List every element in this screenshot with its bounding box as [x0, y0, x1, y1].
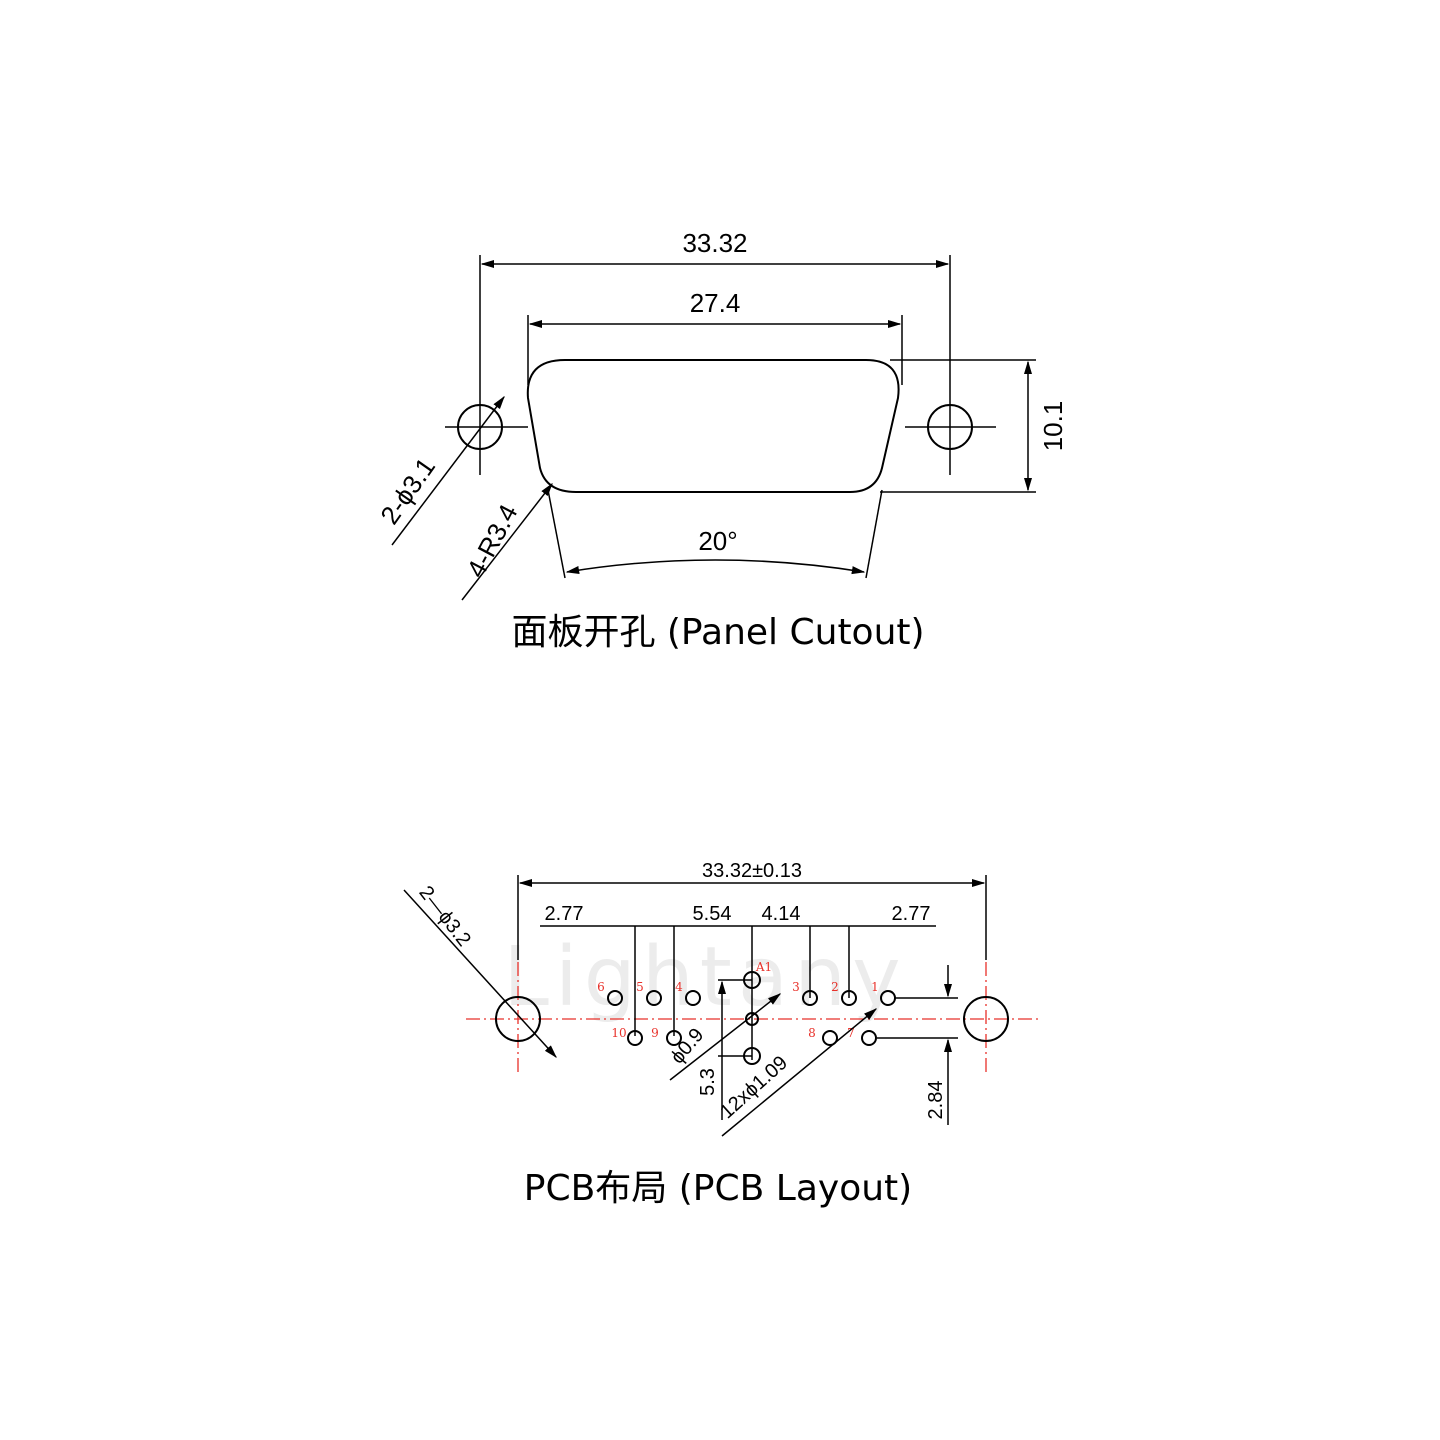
- pin-label-1: 1: [871, 980, 879, 994]
- panel-right-mount-hole: [905, 380, 996, 475]
- pin-label-9: 9: [651, 1026, 659, 1040]
- pcb-right-mount-hole: [963, 996, 1009, 1042]
- dim-pcb-pitches: 2.77 5.54 4.14 2.77: [540, 903, 936, 1060]
- dim-pitch-mid-left-label: 5.54: [693, 903, 732, 925]
- dim-pcb-mount-hole-diameter-label: 2—ϕ3.2: [414, 882, 475, 951]
- pcb-layout-caption: PCB布局 (PCB Layout): [524, 1168, 912, 1209]
- dim-pcb-overall-width: 33.32±0.13: [517, 860, 987, 960]
- dim-side-angle: 20°: [547, 489, 883, 579]
- pin-8: [822, 1030, 838, 1046]
- panel-cutout-caption: 面板开孔 (Panel Cutout): [511, 612, 924, 653]
- dim-pitch-mid-right-label: 4.14: [762, 903, 801, 925]
- dim-cutout-width: 27.4: [527, 288, 903, 385]
- pin-label-2: 2: [831, 980, 839, 994]
- dim-pitch-right-label: 2.77: [892, 903, 931, 925]
- dsub-cutout-outline: [526, 359, 900, 493]
- panel-left-mount-hole: [445, 380, 528, 475]
- watermark: Lightany: [503, 930, 906, 1025]
- pin-label-6: 6: [597, 980, 605, 994]
- pin-label-4: 4: [675, 980, 683, 994]
- pin-9: [666, 1030, 682, 1046]
- dim-pcb-overall-width-label: 33.32±0.13: [702, 860, 802, 882]
- pin-6: [607, 990, 623, 1006]
- dim-row-spacing: 2.84: [877, 965, 958, 1125]
- pin-label-3: 3: [792, 980, 800, 994]
- dim-mount-hole-diameter-label: 2-ϕ3.1: [374, 452, 441, 530]
- pcb-layout-view: Lightany 33.32±0.13 2.77 5.54 4.14 2.77: [403, 860, 1038, 1209]
- dim-corner-radius: 4-R3.4: [460, 482, 553, 601]
- dim-coax-distance: 5.3: [697, 979, 752, 1120]
- pin-2: [841, 990, 857, 1006]
- panel-cutout-view: 33.32 27.4 10.1 2-ϕ3.1 4-R3.4: [374, 228, 1068, 653]
- dim-cutout-width-label: 27.4: [690, 288, 741, 318]
- pin-3: [802, 990, 818, 1006]
- dim-cutout-height-label: 10.1: [1038, 401, 1068, 452]
- pin-7: [861, 1030, 877, 1046]
- pin-label-8: 8: [808, 1026, 816, 1040]
- dim-overall-width-label: 33.32: [682, 228, 747, 258]
- dim-coax-distance-label: 5.3: [697, 1068, 719, 1096]
- pin-10: [627, 1030, 643, 1046]
- pin-label-7: 7: [847, 1026, 855, 1040]
- dim-corner-radius-label: 4-R3.4: [460, 499, 523, 582]
- pin-label-10: 10: [611, 1026, 626, 1040]
- dim-row-spacing-label: 2.84: [925, 1081, 947, 1120]
- coax-a1-center: [745, 1012, 759, 1026]
- pcb-left-mount-hole: [495, 996, 541, 1042]
- dim-cutout-height: 10.1: [880, 359, 1068, 493]
- dim-side-angle-label: 20°: [698, 526, 737, 556]
- pin-5: [646, 990, 662, 1006]
- pin-label-5: 5: [636, 980, 644, 994]
- dim-coax-hole-diameter: 12xϕ1.09: [716, 1008, 878, 1137]
- dim-overall-width: 33.32: [479, 228, 951, 380]
- pin-4: [685, 990, 701, 1006]
- pin-labels: A1 1 2 3 4 5 6 7 8 9 10: [597, 960, 879, 1040]
- pin-label-a1: A1: [755, 960, 772, 974]
- dim-pitch-left-label: 2.77: [545, 903, 584, 925]
